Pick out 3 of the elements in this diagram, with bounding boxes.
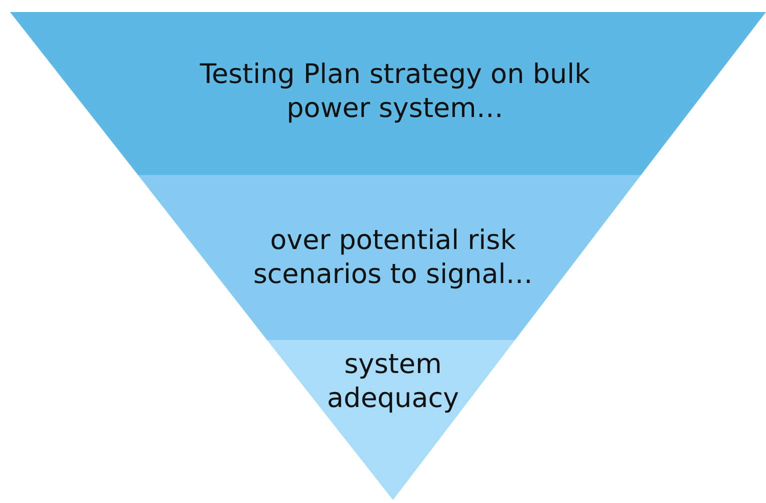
segment-text: over potential risk scenarios to signal… xyxy=(252,224,534,292)
segment-text: Testing Plan strategy on bulk power system… xyxy=(198,58,592,126)
segment-text: system adequacy xyxy=(326,348,460,416)
